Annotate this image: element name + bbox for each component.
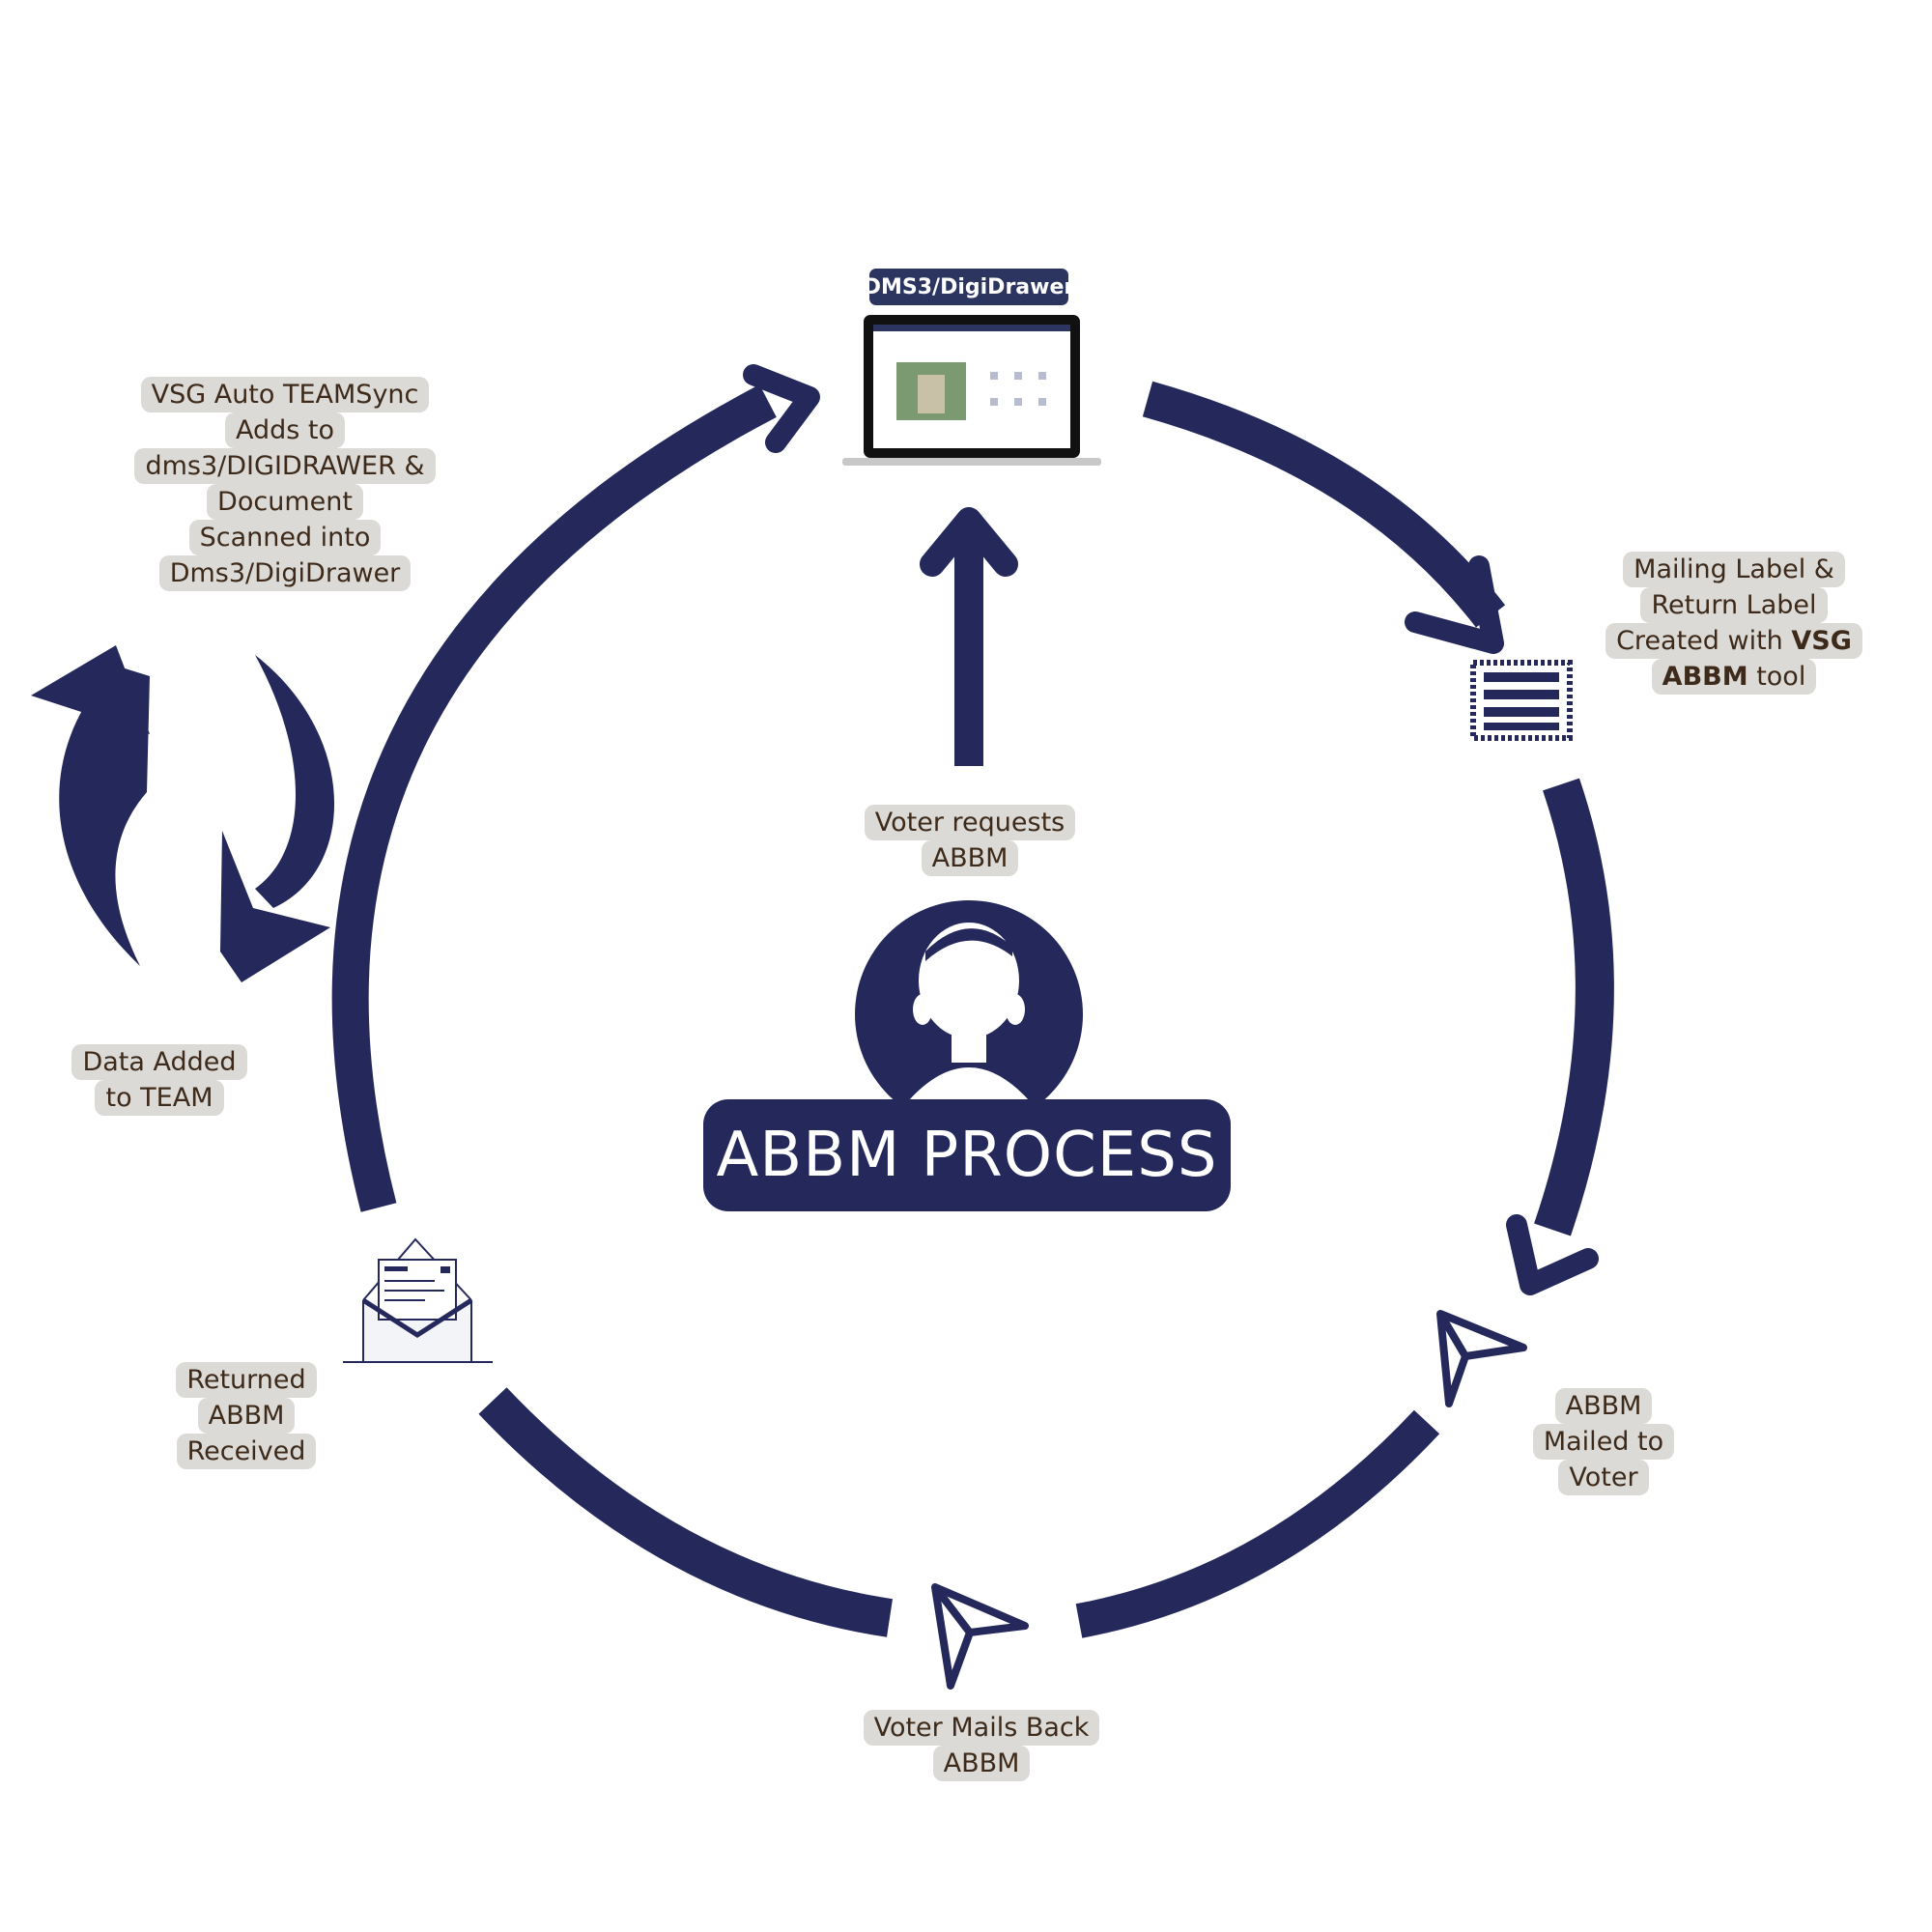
label-voter-requests: Voter requests ABBM [846, 805, 1094, 876]
sync-arrow-down [255, 655, 335, 908]
label-mailed-to-voter: ABBM Mailed to Voter [1526, 1388, 1681, 1495]
arrowhead-right [1506, 1214, 1599, 1295]
diagram-title: ABBM PROCESS [703, 1099, 1231, 1211]
label-returned-received: Returned ABBM Received [169, 1362, 324, 1469]
label-line: Return Label [1640, 587, 1828, 623]
label-text: Created with [1616, 626, 1792, 656]
label-line: ABBM [1554, 1388, 1653, 1424]
label-line: Voter Mails Back [863, 1710, 1100, 1746]
label-line: ABBM tool [1651, 659, 1817, 695]
arc-top-right [1142, 381, 1506, 628]
arrowhead-left [743, 364, 820, 453]
label-line: Dms3/DigiDrawer [158, 555, 412, 591]
label-line: Created with VSG [1605, 623, 1862, 659]
stamp-icon [1470, 660, 1573, 741]
paper-plane-icon [931, 1583, 1029, 1690]
label-line: ABBM [932, 1746, 1031, 1781]
dms3-digidrawer-tag: DMS3/DigiDrawer [864, 269, 1074, 305]
sync-arrow-up-head [31, 645, 150, 734]
label-line: Voter requests [864, 805, 1076, 840]
label-voter-mails-back: Voter Mails Back ABBM [850, 1710, 1113, 1781]
laptop-icon [842, 315, 1101, 466]
label-data-added: Data Added to TEAM [71, 1044, 247, 1116]
up-arrow-head [920, 507, 1018, 577]
label-line: to TEAM [95, 1080, 224, 1116]
label-line: Mailed to [1532, 1424, 1675, 1460]
arc-left [331, 384, 777, 1212]
label-line: Adds to [224, 412, 346, 448]
arrowhead-top-right [1405, 555, 1504, 654]
label-line: VSG Auto TEAMSync [140, 377, 430, 412]
label-line: ABBM [921, 840, 1019, 876]
paper-plane-icon [1436, 1310, 1527, 1407]
sync-arrow-down-head [220, 831, 330, 982]
label-line: Mailing Label & [1623, 552, 1845, 587]
label-bold-text: VSG [1791, 626, 1852, 656]
label-line: Document [207, 484, 363, 520]
arc-bottom-left [478, 1387, 894, 1637]
arc-bottom-right [1075, 1409, 1440, 1638]
label-line: Voter [1558, 1460, 1649, 1495]
label-line: ABBM [197, 1398, 296, 1434]
label-line: Scanned into [188, 520, 382, 555]
label-line: Data Added [71, 1044, 247, 1080]
label-text: tool [1747, 662, 1806, 692]
open-envelope-icon [343, 1237, 493, 1363]
label-line: Returned [176, 1362, 317, 1398]
person-avatar-icon [855, 900, 1083, 1128]
sync-arrow-up [59, 667, 150, 966]
label-line: Received [176, 1434, 317, 1469]
label-mailing-label: Mailing Label & Return Label Created wit… [1599, 552, 1869, 695]
label-vsg-sync: VSG Auto TEAMSync Adds to dms3/DIGIDRAWE… [130, 377, 440, 591]
label-line: dms3/DIGIDRAWER & [134, 448, 436, 484]
label-bold-text: ABBM [1662, 662, 1748, 692]
arc-right [1534, 778, 1614, 1236]
